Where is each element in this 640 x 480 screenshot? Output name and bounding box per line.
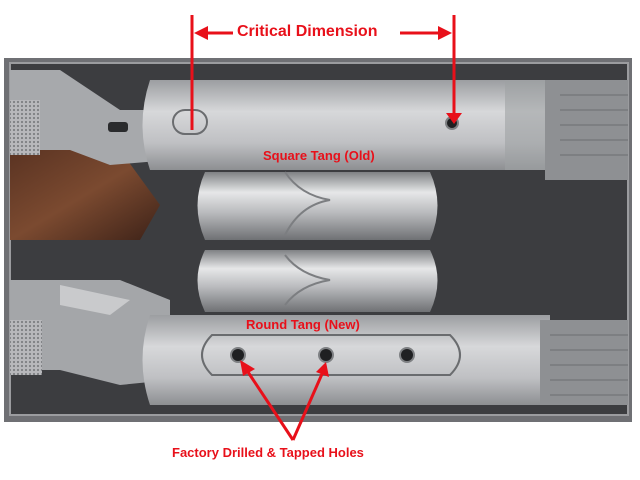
upper-hammer: [10, 70, 170, 165]
drilled-hole-2: [318, 347, 334, 363]
critical-dimension-marker: [190, 15, 462, 130]
upper-barrel: [545, 80, 628, 180]
lower-barrel-flutes: [550, 334, 628, 396]
holes-label: Factory Drilled & Tapped Holes: [172, 445, 364, 460]
upper-cylinder: [197, 172, 438, 240]
lower-hammer: [10, 280, 170, 385]
lower-cylinder: [197, 250, 438, 312]
drilled-hole-3: [399, 347, 415, 363]
square-tang-label: Square Tang (Old): [263, 148, 375, 163]
wood-grip: [10, 150, 160, 240]
round-tang-outline: [201, 334, 461, 376]
upper-barrel-flutes: [560, 94, 628, 156]
round-tang-frame: [142, 315, 550, 405]
lower-knurl: [10, 320, 42, 375]
upper-hammer-slot: [108, 122, 128, 132]
lower-barrel: [540, 320, 628, 405]
holes-arrows: [240, 360, 329, 441]
upper-knurl: [10, 100, 40, 155]
round-tang-label: Round Tang (New): [246, 317, 360, 332]
square-tang-slot: [172, 109, 208, 135]
drilled-hole-1: [230, 347, 246, 363]
critical-dimension-label: Critical Dimension: [237, 23, 378, 40]
square-tang-frame: [142, 80, 560, 170]
